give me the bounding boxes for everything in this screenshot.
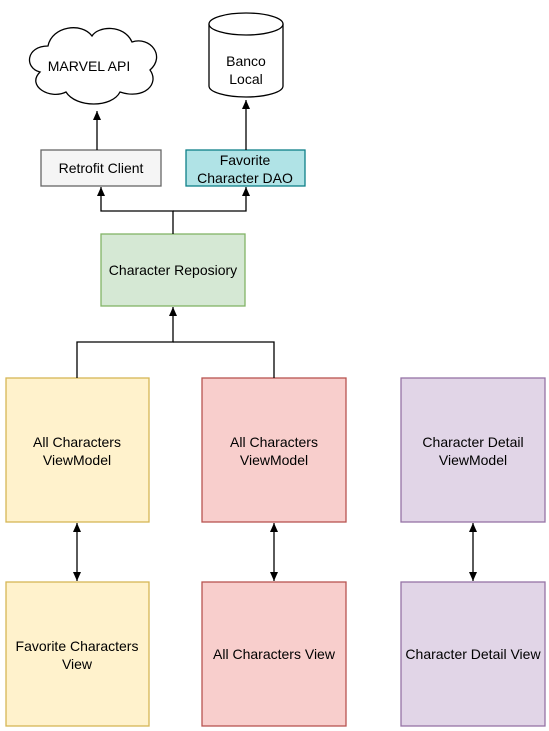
banco-local-node: Banco Local <box>208 12 284 98</box>
favorites-viewmodel-node: All Characters ViewModel <box>5 377 150 523</box>
favorites-viewmodel-label-line1: All Characters <box>33 434 121 450</box>
marvel-api-node: MARVEL API <box>29 27 158 105</box>
repository-box <box>100 233 246 307</box>
edge-repository-to-dao <box>173 187 250 212</box>
favorite-dao-label-line1: Favorite <box>220 152 271 168</box>
edge-favorites-vm-to-repository <box>76 307 177 378</box>
all-characters-view-node: All Characters View <box>201 581 347 727</box>
favorites-viewmodel-label-line2: ViewModel <box>43 452 111 468</box>
all-characters-viewmodel-label-line1: All Characters <box>230 434 318 450</box>
detail-viewmodel-label-line1: Character Detail <box>422 434 523 450</box>
favorites-viewmodel-box <box>5 377 150 523</box>
all-characters-viewmodel-label-line2: ViewModel <box>240 452 308 468</box>
cloud-shape <box>29 27 158 105</box>
edge-all-vm-to-repository <box>173 341 275 378</box>
marvel-api-label: MARVEL API <box>48 58 130 74</box>
favorite-dao-node: Favorite Character DAO <box>185 149 306 187</box>
favorites-view-node: Favorite Characters View <box>5 581 150 727</box>
repository-label: Character Reposiory <box>109 262 237 278</box>
database-cylinder-top <box>208 12 284 36</box>
retrofit-client-box <box>40 149 162 187</box>
detail-viewmodel-box <box>400 377 546 523</box>
edges <box>73 100 477 581</box>
detail-view-label: Character Detail View <box>405 646 541 662</box>
detail-view-node: Character Detail View <box>400 581 546 727</box>
all-characters-view-box <box>201 581 347 727</box>
banco-local-label-line2: Local <box>229 71 262 87</box>
favorites-view-box <box>5 581 150 727</box>
detail-viewmodel-label-line2: ViewModel <box>439 452 507 468</box>
favorite-dao-label-line2: Character DAO <box>197 170 293 186</box>
all-characters-view-label: All Characters View <box>213 646 336 662</box>
database-cylinder-body <box>208 24 284 98</box>
all-characters-viewmodel-box <box>201 377 347 523</box>
all-characters-viewmodel-node: All Characters ViewModel <box>201 377 347 523</box>
favorites-view-label-line2: View <box>62 656 93 672</box>
edge-repository-to-retrofit <box>97 187 174 234</box>
detail-view-box <box>400 581 546 727</box>
repository-node: Character Reposiory <box>100 233 246 307</box>
favorites-view-label-line1: Favorite Characters <box>16 638 139 654</box>
detail-viewmodel-node: Character Detail ViewModel <box>400 377 546 523</box>
retrofit-client-label: Retrofit Client <box>59 160 144 176</box>
banco-local-label-line1: Banco <box>226 53 266 69</box>
retrofit-client-node: Retrofit Client <box>40 149 162 187</box>
